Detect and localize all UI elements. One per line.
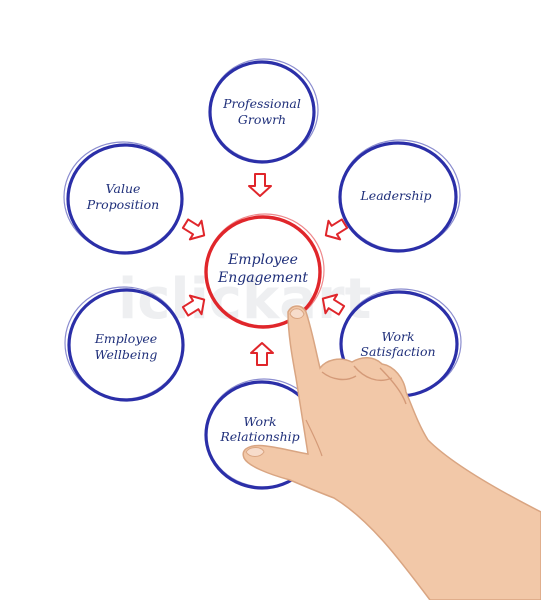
node-label-line1: Work [243, 414, 276, 429]
center-ring-stroke [205, 213, 325, 327]
node-ring-stroke [64, 286, 184, 400]
node-label-line2: Wellbeing [95, 347, 158, 362]
node-ring-stroke [63, 141, 183, 253]
arrow-shape [321, 293, 346, 316]
arrow-shape [250, 342, 274, 366]
hand-crease [321, 371, 357, 381]
node-label-line1: Value [106, 181, 141, 196]
arrow-from-bottom-right [321, 293, 346, 316]
arrow-from-bottom [250, 342, 274, 366]
node-label-line1: Work [381, 329, 414, 344]
fingernail [289, 308, 305, 319]
arrow-shape [181, 294, 206, 317]
node-label-line2: Growrh [238, 112, 286, 127]
node-label-line2: Relationship [219, 429, 299, 444]
node-label-line1: Professional [222, 96, 301, 111]
node-professional-growth: Professional Growrh [208, 58, 319, 164]
arrow-from-top-left [181, 218, 206, 241]
arrow-shape [181, 218, 206, 241]
node-leadership: Leadership [338, 139, 461, 253]
node-ring-stroke [209, 58, 319, 162]
node-label-line2: Satisfaction [360, 344, 435, 359]
center-label-line2: Engagement [217, 270, 308, 286]
node-work-satisfaction: Work Satisfaction [339, 288, 462, 398]
arrow-from-top-right [324, 218, 349, 241]
thumbnail [245, 447, 265, 457]
hand-crease [305, 419, 323, 457]
hand-crease [353, 365, 393, 382]
center-node-employee-engagement: Employee Engagement [204, 213, 325, 329]
node-ring-stroke [339, 139, 461, 251]
pointing-hand-image [242, 305, 541, 600]
arrow-from-bottom-left [181, 294, 206, 317]
node-label-line1: Employee [94, 331, 157, 346]
arrow-shape [324, 218, 349, 241]
center-label-line1: Employee [227, 252, 298, 268]
hand-shape [242, 305, 541, 600]
node-employee-wellbeing: Employee Wellbeing [64, 286, 185, 402]
node-value-proposition: Value Proposition [63, 141, 184, 255]
hand-crease [379, 367, 407, 405]
node-label-line2: Proposition [86, 197, 159, 212]
node-label-line1: Leadership [360, 188, 432, 203]
arrow-shape [248, 173, 272, 197]
arrow-from-top [248, 173, 272, 197]
